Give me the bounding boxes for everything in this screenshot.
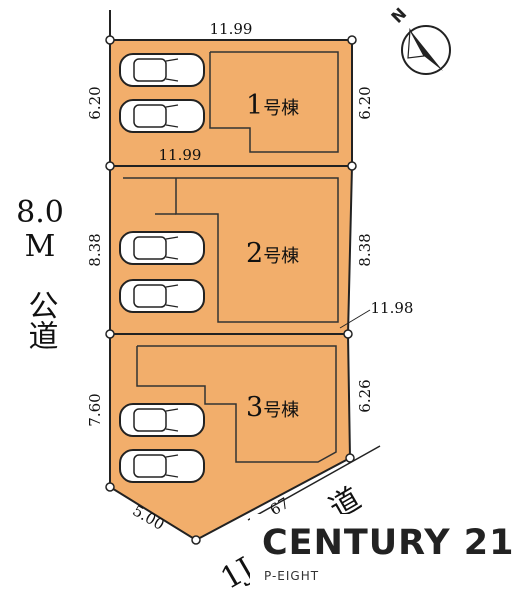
parking-cars [119, 53, 205, 483]
dim-lot2-right: 8.38 [356, 233, 374, 266]
boundary-marker [105, 161, 115, 171]
dim-lot1-left: 6.20 [86, 86, 104, 119]
brand-logo-text: CENTURY 21 [262, 523, 514, 563]
south-road-edge-line [247, 445, 381, 521]
dim-lot1-right: 6.20 [356, 86, 374, 119]
boundary-marker [105, 329, 115, 339]
boundary-marker [105, 482, 115, 492]
boundary-marker [191, 535, 201, 545]
dim-lot2-left: 8.38 [86, 233, 104, 266]
brand-office: P-EIGHT [264, 569, 319, 583]
car-icon [119, 449, 205, 483]
brand-panel [250, 514, 512, 596]
lot-3-label: 3号棟 [246, 392, 299, 423]
compass-icon: N [387, 4, 451, 75]
lot-1-label: 1号棟 [246, 90, 299, 121]
boundary-marker [347, 35, 357, 45]
boundary-marker [105, 35, 115, 45]
car-icon [119, 53, 205, 87]
car-icon [119, 99, 205, 133]
road-width: 8.0 [16, 195, 64, 230]
north-label: N [387, 4, 410, 27]
boundary-markers [105, 35, 357, 545]
road-width-unit: M [25, 229, 56, 264]
lot-3-building-outline [136, 345, 337, 463]
dim-lot3-right: 6.26 [356, 379, 374, 412]
dim-lot2-3-boundary: 11.98 [371, 299, 414, 317]
car-icon [119, 279, 205, 313]
boundary-marker [345, 453, 355, 463]
car-icon [119, 231, 205, 265]
dim-lot3-left: 7.60 [86, 393, 104, 426]
dim-lot1-inner-width: 11.99 [159, 146, 202, 164]
dimension-leader [339, 309, 371, 329]
boundary-marker [343, 329, 353, 339]
boundary-marker [347, 161, 357, 171]
road-label-west: 公道 [23, 290, 58, 350]
dim-top-width: 11.99 [210, 20, 253, 38]
lot-2-label: 2号棟 [246, 238, 299, 269]
car-icon [119, 403, 205, 437]
lot-1-building-outline [209, 51, 339, 153]
